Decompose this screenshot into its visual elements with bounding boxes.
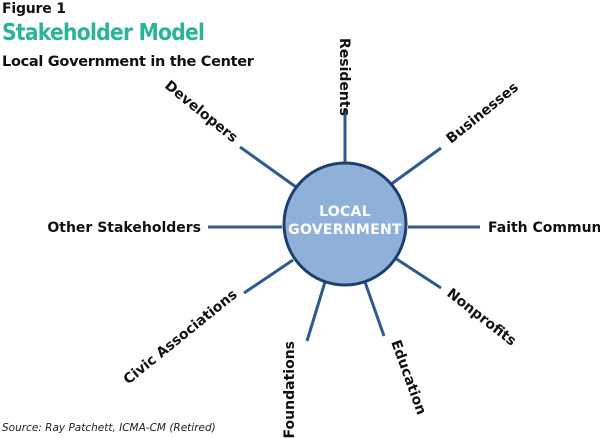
figure-subtitle: Local Government in the Center xyxy=(2,54,254,70)
label-education: Education xyxy=(387,338,429,417)
label-nonprofits: Nonprofits xyxy=(444,286,519,350)
label-foundations: Foundations xyxy=(282,341,298,438)
spoke-developers xyxy=(239,145,297,189)
label-developers: Developers xyxy=(161,78,240,146)
spokes xyxy=(208,108,480,342)
label-faith-community: Faith Community xyxy=(488,220,600,236)
source-note: Source: Ray Patchett, ICMA-CM (Retired) xyxy=(2,422,216,434)
spoke-civic-associations xyxy=(243,258,294,295)
spoke-businesses xyxy=(389,146,442,187)
label-residents: Residents xyxy=(336,38,352,116)
local-government-hub xyxy=(282,161,408,287)
figure-label: Figure 1 xyxy=(2,1,66,17)
spoke-foundations xyxy=(305,281,327,342)
spoke-nonprofits xyxy=(394,256,442,290)
label-other-stakeholders: Other Stakeholders xyxy=(47,220,201,236)
figure-title: Stakeholder Model xyxy=(2,20,205,46)
hub-label-line1: LOCAL xyxy=(319,204,371,220)
label-businesses: Businesses xyxy=(443,79,521,147)
hub-label-line2: GOVERNMENT xyxy=(288,222,402,238)
spoke-education xyxy=(363,281,386,337)
label-civic-associations: Civic Associations xyxy=(121,287,241,388)
